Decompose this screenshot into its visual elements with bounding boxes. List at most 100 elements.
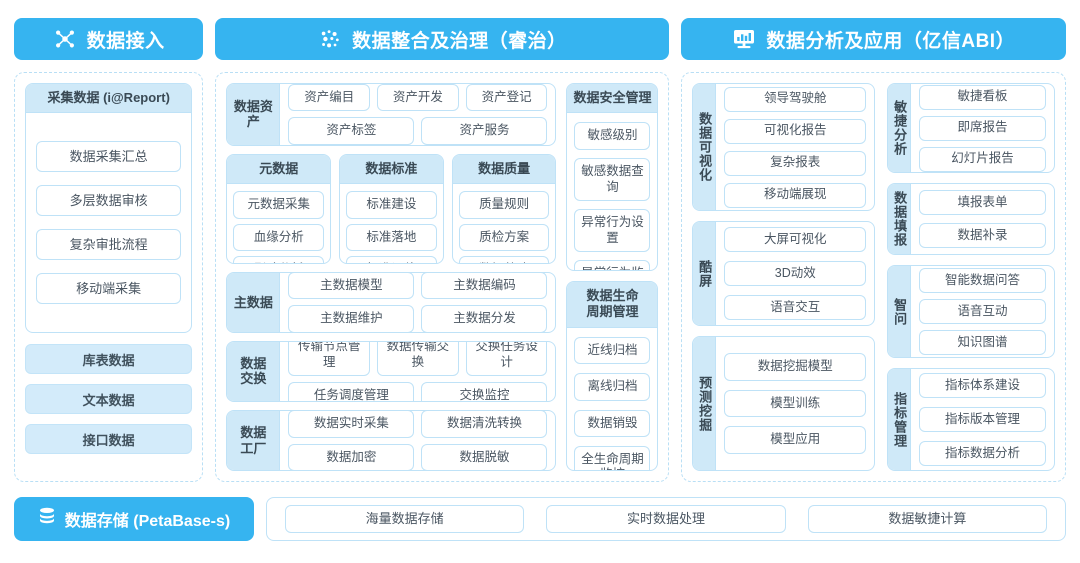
item-multilayer-audit[interactable]: 多层数据审核	[36, 185, 182, 217]
panel-label-text: 数据工厂	[240, 424, 267, 456]
item-indicator-version-mgmt[interactable]: 指标版本管理	[919, 407, 1046, 432]
item-quality-rule[interactable]: 质量规则	[458, 191, 550, 219]
item-slide-report[interactable]: 幻灯片报告	[919, 146, 1046, 172]
panel-label: 数据交换	[227, 341, 281, 401]
triple-panel-group: 元数据 元数据采集 血缘分析 影响分析 数据标准 标准建设	[226, 153, 557, 264]
header-label: 数据接入	[86, 30, 165, 52]
source-item-api-data[interactable]: 接口数据	[25, 424, 193, 454]
header-data-analysis[interactable]: 数据分析及应用（亿信ABI）	[681, 18, 1066, 60]
header-data-governance[interactable]: 数据整合及治理（睿治）	[215, 18, 670, 60]
panel-data-standard: 数据标准 标准建设 标准落地 标准评估	[339, 153, 444, 264]
source-item-text-data[interactable]: 文本数据	[25, 384, 193, 414]
panel-data-governance-body: 数据资产 资产编目 资产开发 资产登记 资产标签 资产服务	[215, 72, 670, 482]
item-abnormal-behavior-monitor[interactable]: 异常行为监控	[574, 260, 651, 270]
item-data-destroy[interactable]: 数据销毁	[574, 409, 651, 438]
item-adhoc-report[interactable]: 即席报告	[919, 115, 1046, 141]
item-lineage-analysis[interactable]: 血缘分析	[233, 223, 325, 252]
item-abnormal-behavior-setting[interactable]: 异常行为设置	[574, 209, 651, 253]
item-metadata-collect[interactable]: 元数据采集	[233, 191, 325, 219]
header-data-ingestion[interactable]: 数据接入	[14, 18, 204, 60]
item-sensitive-query[interactable]: 敏感数据查询	[574, 157, 651, 202]
panel-label-text: 酷屏	[697, 259, 713, 288]
network-nodes-icon	[53, 27, 77, 51]
item-line2: 监控	[600, 467, 625, 470]
item-smart-data-qa[interactable]: 智能数据问答	[919, 268, 1046, 293]
item-standard-landing[interactable]: 标准落地	[346, 223, 437, 252]
item-model-training[interactable]: 模型训练	[724, 389, 867, 418]
item-master-maintain[interactable]: 主数据维护	[288, 305, 415, 332]
item-knowledge-graph[interactable]: 知识图谱	[919, 330, 1046, 355]
item-exchange-monitor[interactable]: 交换监控	[421, 382, 548, 401]
analysis-left-group: 数据可视化 领导驾驶舱 可视化报告 复杂报表 移动端展现 酷屏	[692, 83, 876, 471]
item-voice-interactive[interactable]: 语音互动	[919, 299, 1046, 324]
item-data-transfer-exchange[interactable]: 数据传输交换	[377, 341, 459, 377]
item-complex-report[interactable]: 复杂报表	[724, 150, 867, 176]
item-agile-data-computing[interactable]: 数据敏捷计算	[807, 505, 1047, 533]
item-exchange-task-design[interactable]: 交换任务设计	[465, 341, 548, 377]
item-visual-report[interactable]: 可视化报告	[724, 118, 867, 144]
item-impact-analysis[interactable]: 影响分析	[233, 256, 325, 263]
panel-label: 主数据	[227, 272, 281, 332]
panel-label-text: 预测挖掘	[697, 375, 713, 432]
item-collect-summary[interactable]: 数据采集汇总	[36, 141, 182, 173]
item-asset-service[interactable]: 资产服务	[421, 117, 548, 145]
panel-title: 采集数据 (i@Report)	[26, 84, 192, 114]
column-data-ingestion: 数据接入 采集数据 (i@Report) 数据采集汇总 多层数据审核 复杂审批流…	[14, 18, 204, 482]
item-mobile-collect[interactable]: 移动端采集	[36, 273, 182, 305]
item-data-masking[interactable]: 数据脱敏	[421, 443, 548, 471]
item-indicator-system-build[interactable]: 指标体系建设	[919, 373, 1046, 398]
item-asset-tag[interactable]: 资产标签	[288, 117, 415, 145]
item-standard-assess[interactable]: 标准评估	[346, 256, 437, 263]
item-data-supplement[interactable]: 数据补录	[919, 223, 1046, 248]
panel-data-quality: 数据质量 质量规则 质检方案 数据整改	[451, 153, 557, 264]
item-data-encryption[interactable]: 数据加密	[288, 443, 415, 471]
source-item-table-data[interactable]: 库表数据	[25, 344, 193, 374]
item-nearline-archive[interactable]: 近线归档	[574, 336, 651, 365]
item-sensitive-level[interactable]: 敏感级别	[574, 122, 651, 150]
item-data-rectify[interactable]: 数据整改	[458, 256, 550, 263]
panel-title: 数据标准	[340, 154, 443, 185]
item-leader-cockpit[interactable]: 领导驾驶舱	[724, 86, 867, 112]
panel-smart-qa: 智问 智能数据问答 语音互动 知识图谱	[887, 265, 1055, 358]
panel-label-text: 数据填报	[892, 191, 908, 247]
panel-cool-screen: 酷屏 大屏可视化 3D动效 语音交互	[692, 221, 876, 326]
storage-button[interactable]: 数据存储 (PetaBase-s)	[14, 497, 254, 541]
item-master-coding[interactable]: 主数据编码	[421, 272, 548, 300]
item-filling-form[interactable]: 填报表单	[919, 190, 1046, 215]
item-complex-approval[interactable]: 复杂审批流程	[36, 229, 182, 261]
item-mobile-presentation[interactable]: 移动端展现	[724, 182, 867, 208]
item-master-model[interactable]: 主数据模型	[288, 272, 415, 300]
panel-label: 数据可视化	[693, 84, 717, 210]
item-asset-catalog[interactable]: 资产编目	[288, 83, 371, 112]
item-transfer-node-mgmt[interactable]: 传输节点管理	[288, 341, 371, 377]
item-mining-model[interactable]: 数据挖掘模型	[724, 353, 867, 381]
data-dots-icon	[318, 27, 342, 51]
monitor-chart-icon	[732, 27, 756, 51]
item-agile-dashboard[interactable]: 敏捷看板	[919, 84, 1046, 110]
panel-label-text: 数据可视化	[697, 112, 713, 182]
item-voice-interaction[interactable]: 语音交互	[724, 295, 867, 320]
item-data-cleansing[interactable]: 数据清洗转换	[421, 410, 548, 438]
item-standard-build[interactable]: 标准建设	[346, 191, 437, 219]
panel-label: 数据填报	[888, 184, 912, 254]
governance-main-group: 数据资产 资产编目 资产开发 资产登记 资产标签 资产服务	[226, 83, 557, 472]
column-data-governance: 数据整合及治理（睿治） 数据资产 资产编目 资产	[215, 18, 670, 482]
storage-button-label: 数据存储 (PetaBase-s)	[64, 513, 231, 530]
item-indicator-data-analysis[interactable]: 指标数据分析	[919, 441, 1046, 466]
item-asset-registration[interactable]: 资产登记	[465, 83, 548, 112]
panel-agile-analysis: 敏捷分析 敏捷看板 即席报告 幻灯片报告	[887, 83, 1055, 173]
item-3d-animation[interactable]: 3D动效	[724, 261, 867, 286]
item-mass-data-storage[interactable]: 海量数据存储	[285, 505, 525, 533]
item-large-screen-visual[interactable]: 大屏可视化	[724, 227, 867, 252]
item-offline-archive[interactable]: 离线归档	[574, 373, 651, 401]
item-asset-development[interactable]: 资产开发	[377, 83, 459, 112]
item-full-lifecycle-monitor[interactable]: 全生命周期 监控	[574, 446, 651, 470]
item-master-distribute[interactable]: 主数据分发	[421, 305, 548, 332]
item-realtime-data-processing[interactable]: 实时数据处理	[546, 505, 786, 533]
panel-title: 元数据	[227, 154, 331, 185]
item-realtime-collect[interactable]: 数据实时采集	[288, 410, 415, 438]
item-model-application[interactable]: 模型应用	[724, 426, 867, 454]
item-quality-plan[interactable]: 质检方案	[458, 223, 550, 252]
item-task-schedule-mgmt[interactable]: 任务调度管理	[288, 382, 415, 401]
panel-master-data: 主数据 主数据模型 主数据编码 主数据维护 主数据分发	[226, 271, 557, 333]
